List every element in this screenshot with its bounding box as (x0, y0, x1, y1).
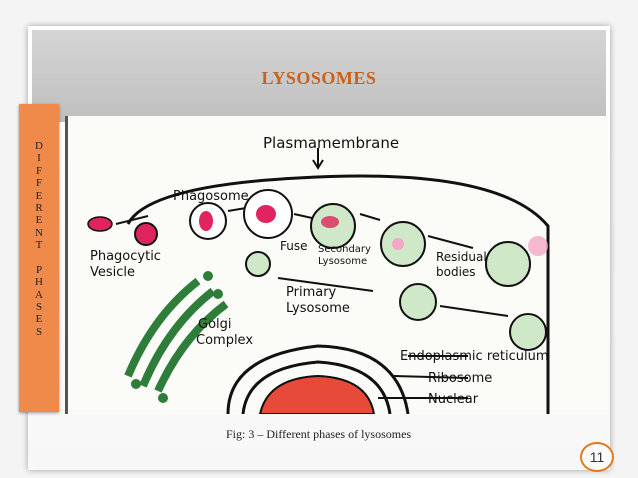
phagosome-content (199, 211, 213, 231)
primary-lysosome-1 (245, 251, 271, 277)
er-outer (226, 344, 410, 414)
sidebar-letter: E (35, 214, 43, 227)
label-phagocytic: Phagocytic (90, 249, 161, 264)
golgi-vesicle-2 (213, 289, 223, 299)
sidebar-letter: F (35, 177, 43, 190)
sidebar-letter: T (35, 239, 43, 252)
arrow-2 (227, 207, 247, 212)
sidebar-letter (19, 252, 59, 264)
slide-title: LYSOSOMES (261, 68, 377, 88)
label-bodies: bodies (436, 265, 476, 279)
sidebar-letter: E (35, 313, 43, 326)
sidebar-letter: N (35, 226, 43, 239)
plasma-membrane (126, 174, 550, 414)
lysosome-diagram: Plasmamembrane Phagosome Phagocytic Vesi… (65, 116, 608, 414)
sidebar-letter: F (35, 164, 43, 177)
label-endoplasmic-reticulum: Endoplasmic reticulum (400, 349, 548, 364)
sidebar-letter: S (35, 301, 43, 314)
label-ribosome: Ribosome (428, 371, 492, 386)
particle (87, 216, 113, 232)
sidebar-letter: E (35, 189, 43, 202)
sidebar-letter: A (35, 288, 43, 301)
er-inner (241, 360, 392, 414)
label-primary: Primary (286, 285, 337, 300)
label-fuse: Fuse (280, 239, 308, 253)
label-residual: Residual (436, 250, 487, 264)
membrane-arrow-head (312, 159, 324, 170)
page-number-badge: 11 (580, 442, 614, 472)
diagram-svg: Plasmamembrane Phagosome Phagocytic Vesi… (87, 134, 550, 414)
fusing-content (256, 205, 276, 223)
ribosome-pointer (393, 375, 469, 379)
label-vesicle: Vesicle (90, 265, 135, 280)
golgi-vesicle-1 (203, 271, 213, 281)
label-secondary-lysosome: Lysosome (318, 256, 367, 267)
label-golgi: Golgi (198, 317, 232, 332)
figure-caption: Fig: 3 – Different phases of lysosomes (226, 427, 412, 441)
residual-body (485, 241, 531, 287)
sidebar-letter: D (35, 140, 43, 152)
sidebar-letter: H (35, 276, 43, 289)
primary-lysosome-2 (399, 283, 437, 321)
label-secondary: Secondary (318, 244, 371, 255)
secondary-lysosome-content (321, 216, 339, 228)
sidebar-letter: R (35, 201, 43, 214)
label-plasma-membrane: Plasmamembrane (263, 134, 399, 152)
arrow-6 (277, 277, 374, 292)
label-nuclear: Nuclear (428, 392, 479, 407)
page-number: 11 (589, 449, 605, 465)
golgi-cisterna-2 (139, 287, 216, 388)
phagocytic-vesicle (134, 222, 158, 246)
arrow-4 (359, 213, 381, 221)
slide-header-band (32, 30, 606, 122)
primary-lysosome-3 (509, 313, 547, 351)
label-complex: Complex (196, 333, 253, 348)
golgi-cisterna-3 (154, 300, 229, 393)
nucleus (258, 374, 376, 414)
arrow-1 (115, 215, 149, 225)
sidebar-letter: I (37, 152, 41, 165)
arrow-5 (427, 235, 474, 249)
arrow-3 (293, 213, 313, 219)
sidebar-letter: P (35, 263, 43, 276)
arrow-7 (439, 305, 509, 317)
label-phagosome: Phagosome (173, 189, 249, 204)
golgi-vesicle-3 (131, 379, 141, 389)
sidebar-letter: S (35, 325, 43, 338)
digesting-content (392, 238, 404, 250)
label-primary-lysosome: Lysosome (286, 301, 350, 316)
exocytosis-content (528, 236, 548, 256)
golgi-cisterna-1 (124, 277, 201, 378)
golgi-vesicle-4 (158, 393, 168, 403)
